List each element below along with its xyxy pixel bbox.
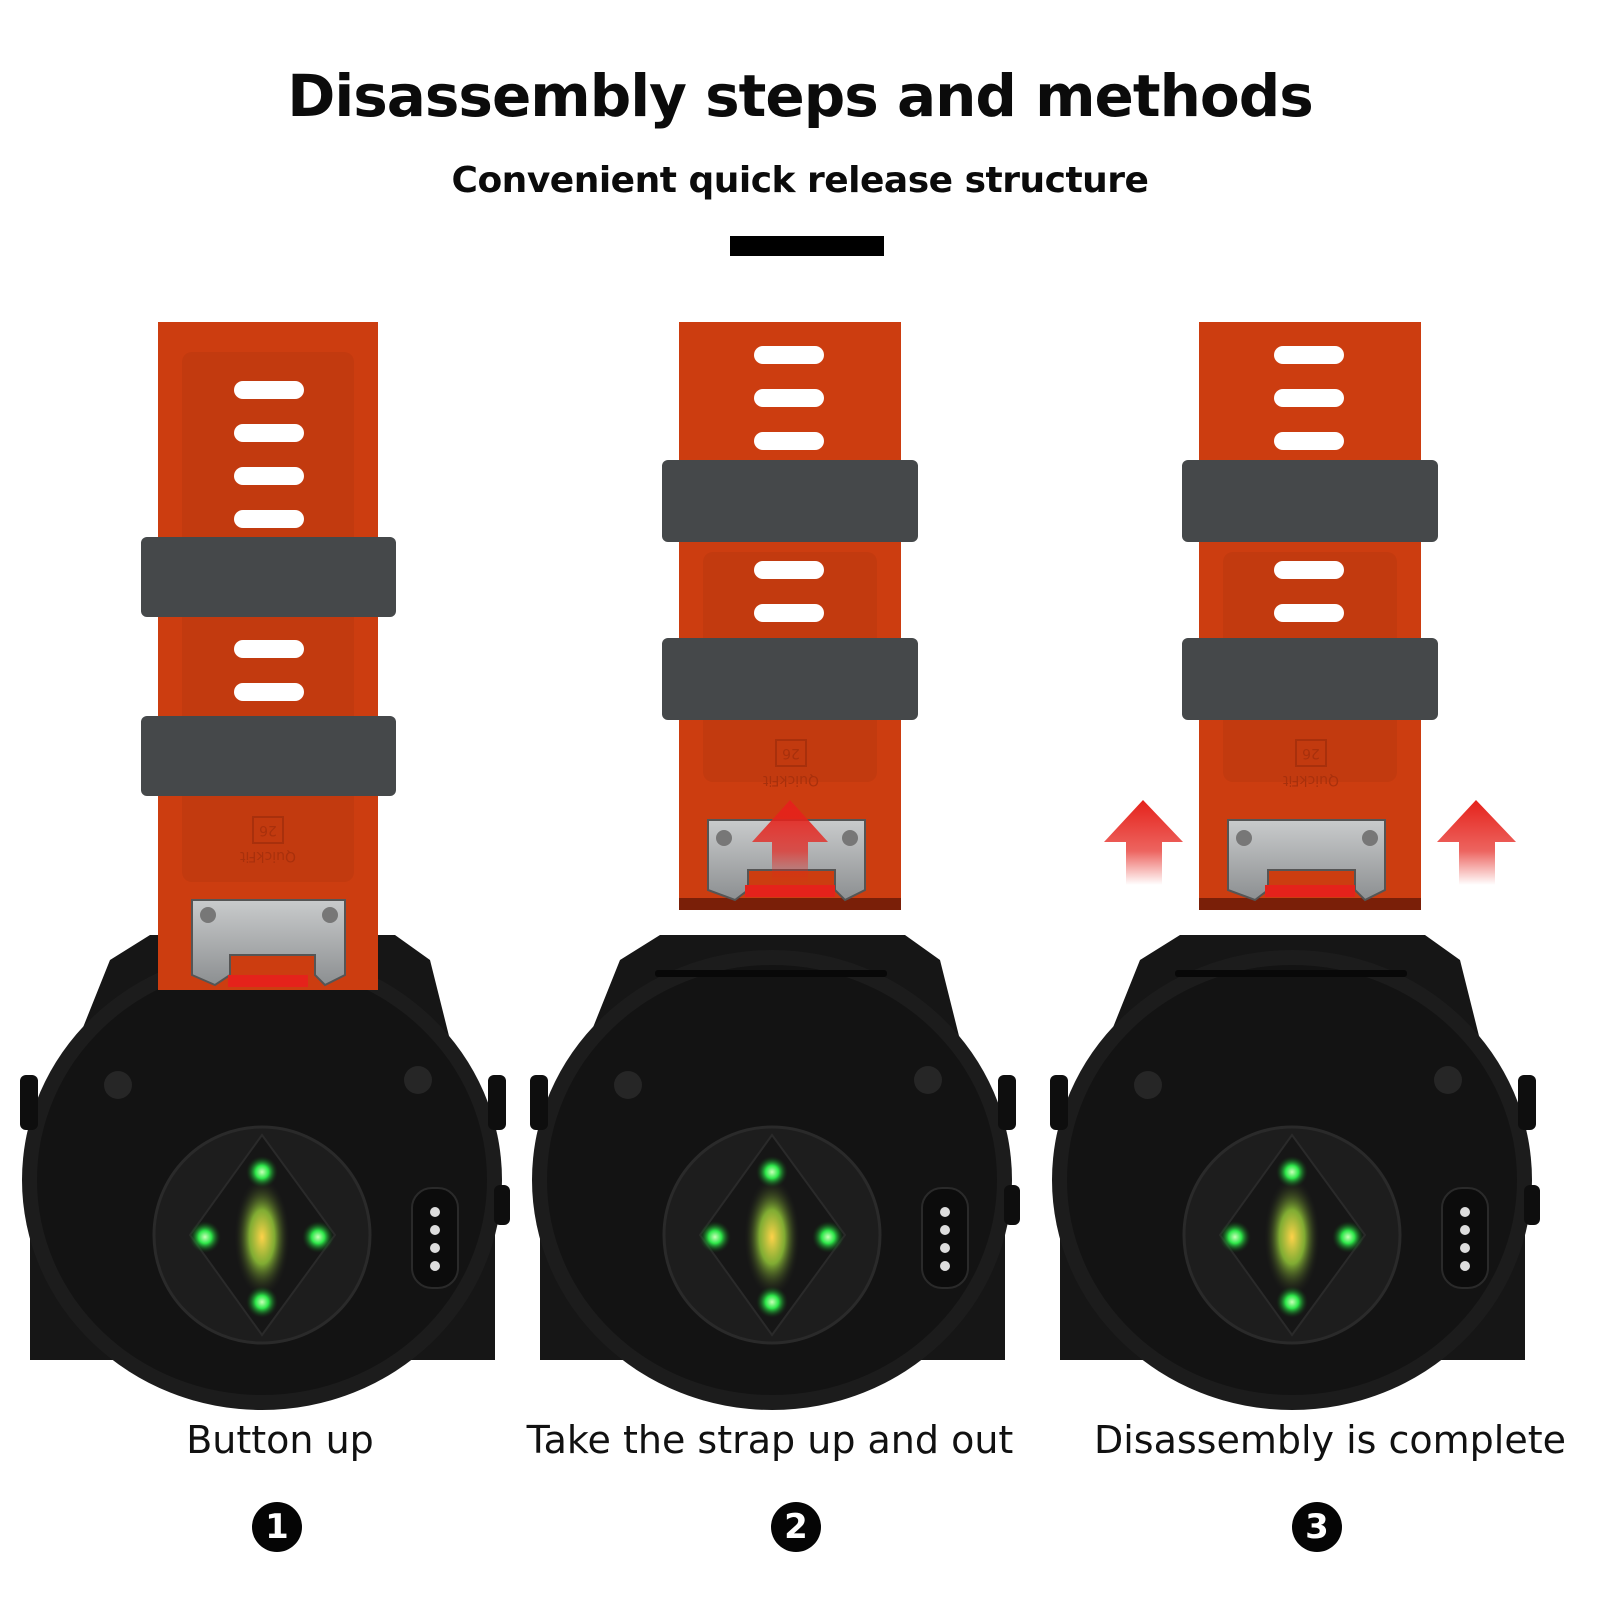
strap-brand-mark: QuickFit xyxy=(239,848,296,864)
strap-3: 26 QuickFit xyxy=(1104,322,1516,910)
step-3-caption: Disassembly is complete xyxy=(1093,1418,1567,1462)
title-divider xyxy=(730,236,884,256)
up-arrow-icon xyxy=(752,800,828,885)
step-3-badge: 3 xyxy=(1292,1502,1342,1552)
strap-2: 26 QuickFit xyxy=(662,322,918,910)
strap-size-mark: 26 xyxy=(259,822,277,838)
watch-3 xyxy=(1050,935,1540,1410)
page-subtitle: Convenient quick release structure xyxy=(451,160,1149,201)
strap-brand-mark: QuickFit xyxy=(762,772,819,788)
strap-size-mark: 26 xyxy=(1302,745,1320,761)
page-title: Disassembly steps and methods xyxy=(287,62,1314,130)
step-2-badge: 2 xyxy=(771,1502,821,1552)
step-2-caption: Take the strap up and out xyxy=(526,1418,1014,1462)
strap-brand-mark: QuickFit xyxy=(1282,772,1339,788)
step-1-caption: Button up xyxy=(186,1418,374,1462)
step-1-badge: 1 xyxy=(252,1502,302,1552)
strap-1: 26 QuickFit xyxy=(141,322,396,990)
up-arrow-icon xyxy=(1437,800,1516,885)
up-arrow-icon xyxy=(1104,800,1183,885)
strap-size-mark: 26 xyxy=(782,745,800,761)
watch-1 xyxy=(20,935,510,1410)
watch-2 xyxy=(530,935,1020,1410)
